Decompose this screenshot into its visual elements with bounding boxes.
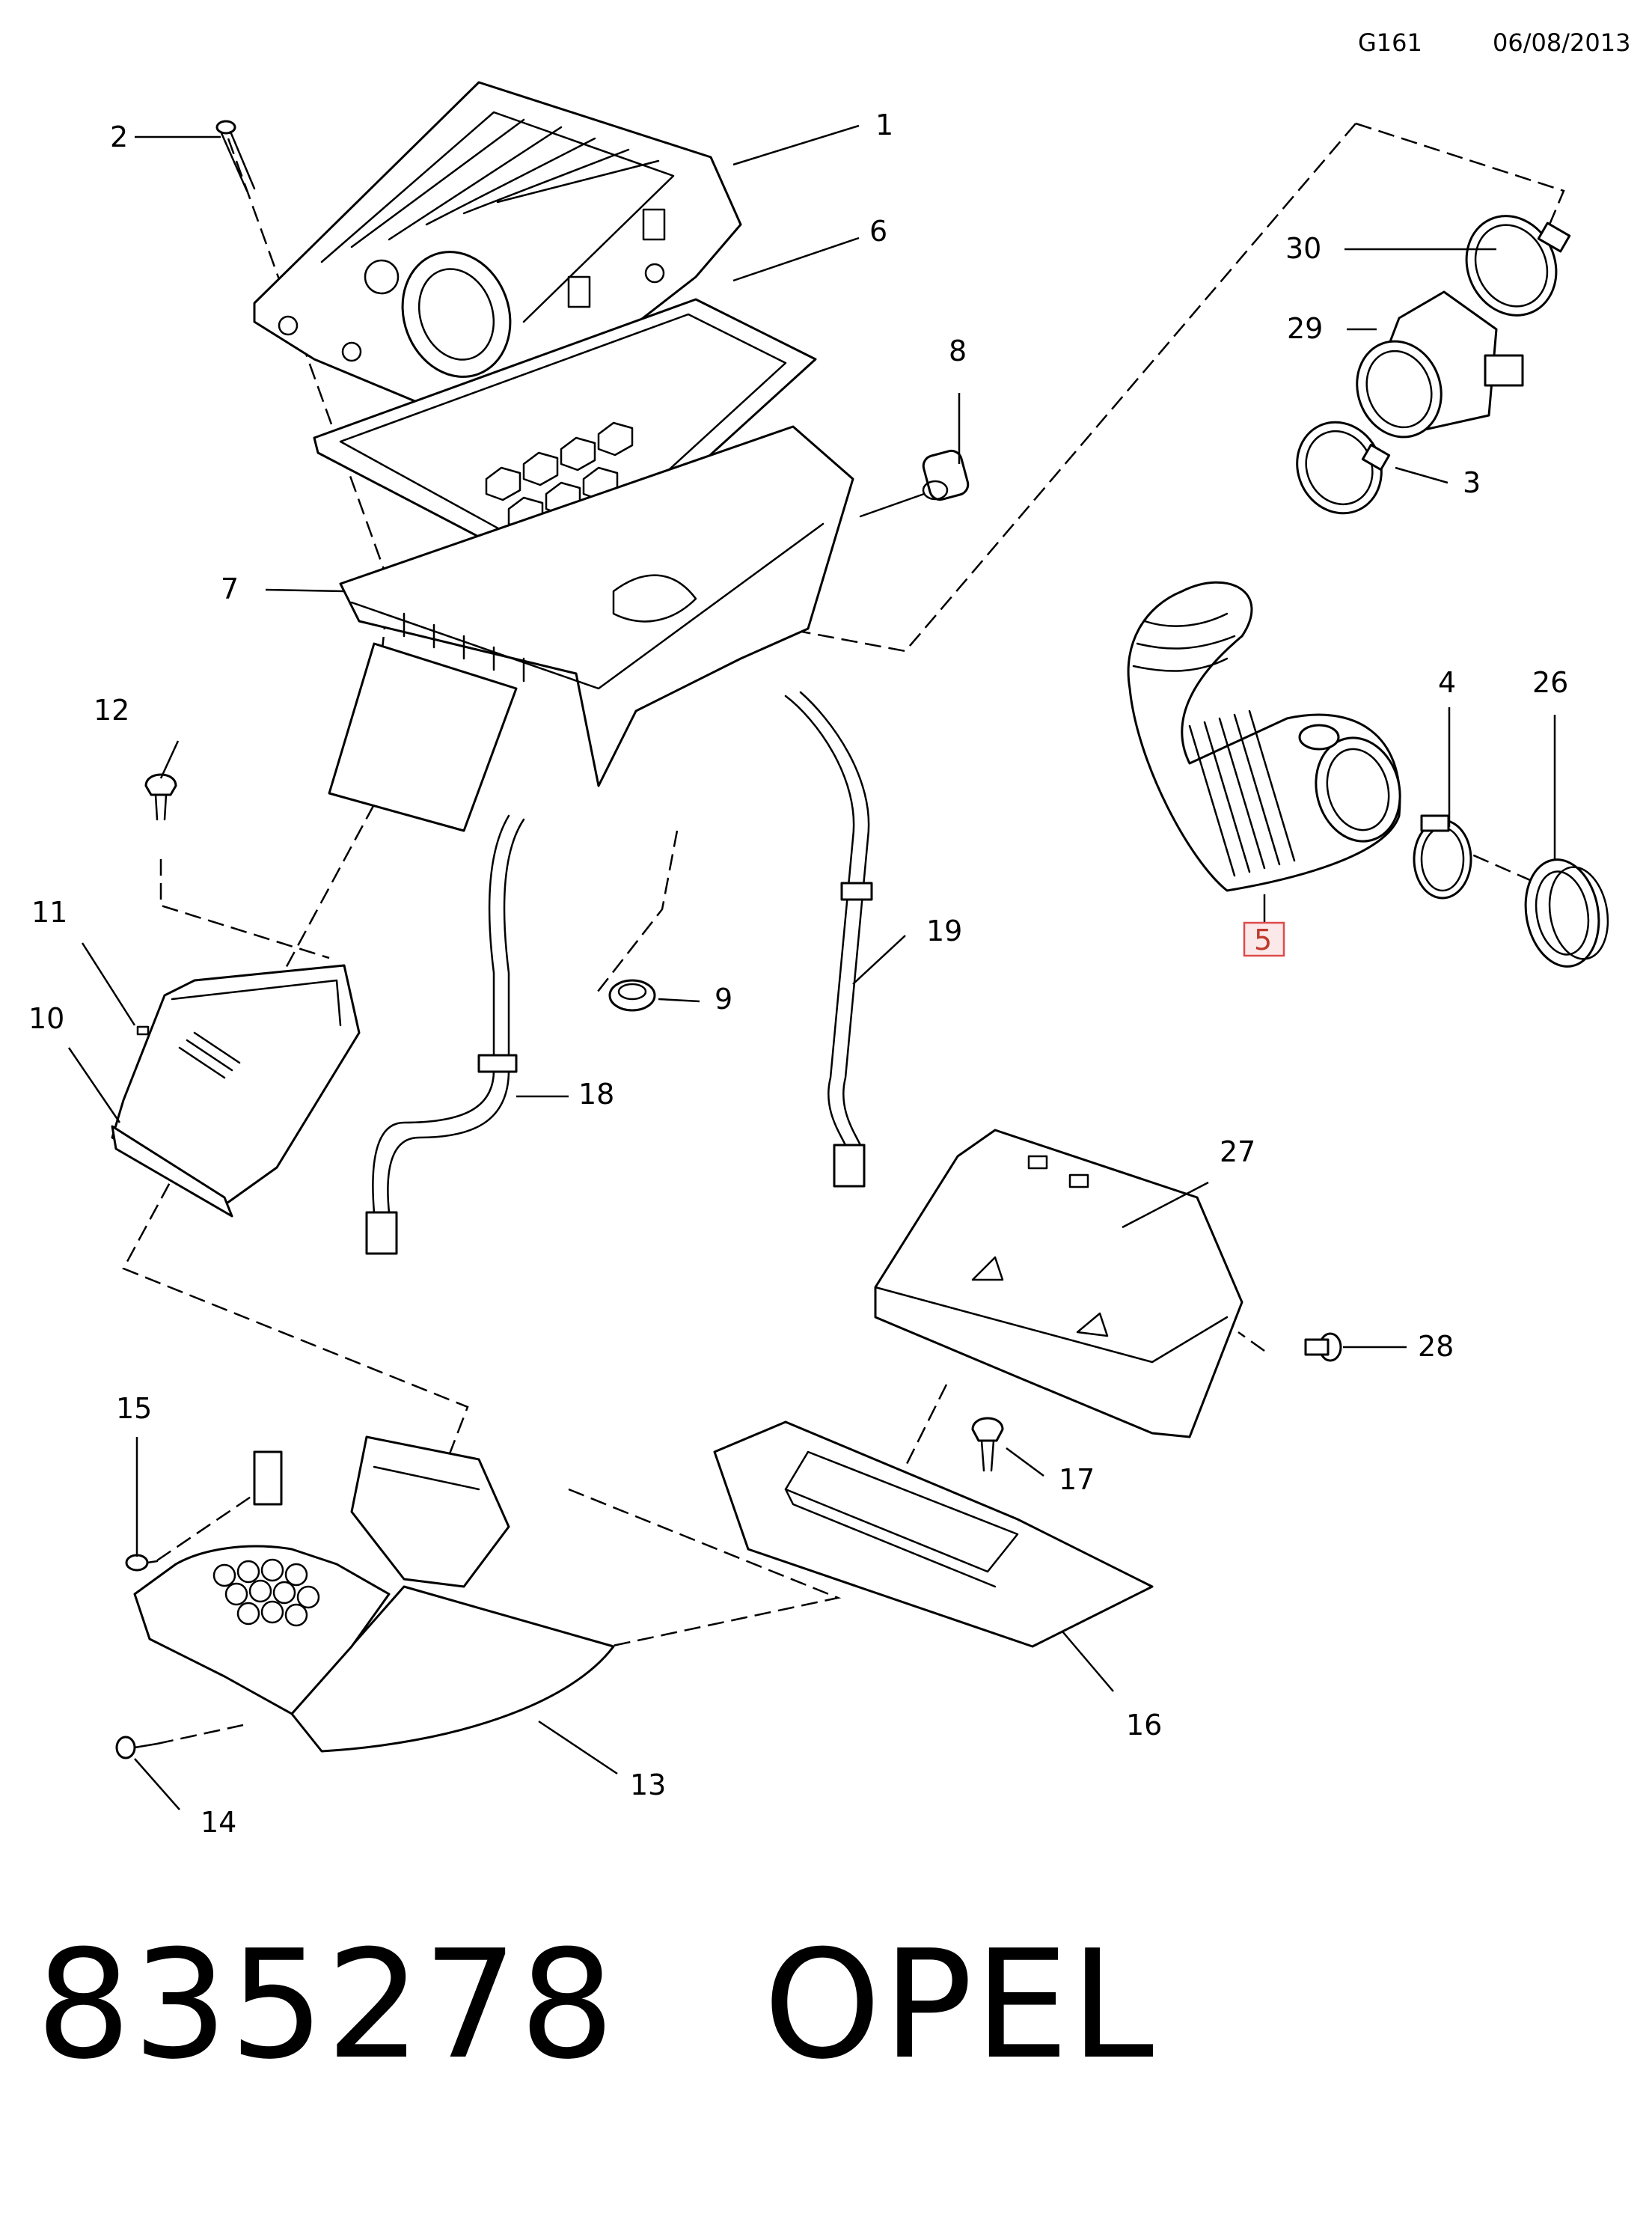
callout-10: 10	[28, 1002, 64, 1035]
grommet-9	[608, 979, 656, 1012]
footer-caption: 835278 OPEL	[36, 1931, 1155, 2081]
callout-14: 14	[201, 1806, 236, 1839]
callout-13: 13	[630, 1768, 666, 1801]
callout-1: 1	[875, 109, 893, 141]
callout-26: 26	[1532, 666, 1568, 699]
callout-27: 27	[1220, 1135, 1255, 1168]
vent-hose-19	[784, 691, 873, 1188]
bolt-2	[215, 120, 256, 192]
callout-11: 11	[31, 896, 67, 929]
diagram-date: 06/08/2013	[1493, 28, 1631, 57]
vent-hose-18	[365, 814, 525, 1255]
callout-2: 2	[110, 120, 128, 153]
diagram-code: G161	[1358, 28, 1422, 57]
seal-26	[1524, 858, 1609, 968]
callout-16: 16	[1126, 1709, 1162, 1742]
rivet-28	[1304, 1332, 1342, 1362]
mass-airflow-sensor-29	[1356, 290, 1524, 439]
callout-6: 6	[869, 215, 887, 248]
clamp-4	[1413, 814, 1472, 900]
callout-19: 19	[926, 915, 962, 947]
callout-labels: 1 2 3 4 5 6 7 8 9 10 11 12 13 14 15 16 1…	[28, 109, 1568, 1839]
air-cleaner-lower-housing	[328, 425, 854, 832]
callout-28: 28	[1418, 1330, 1454, 1363]
clip-12	[144, 773, 177, 821]
air-cleaner-upper-housing	[253, 81, 742, 436]
callout-17: 17	[1059, 1463, 1095, 1496]
part-number: 835278	[36, 1918, 617, 2093]
grommet-8	[859, 449, 970, 518]
intake-duct-10	[111, 964, 361, 1218]
callout-15: 15	[116, 1392, 152, 1425]
callout-12: 12	[94, 694, 129, 727]
callout-29: 29	[1287, 312, 1323, 345]
push-clip-17	[971, 1417, 1004, 1472]
callout-30: 30	[1285, 232, 1321, 265]
callout-7: 7	[221, 573, 239, 605]
air-guide-16	[713, 1420, 1154, 1648]
callout-4: 4	[1438, 666, 1456, 699]
callout-3: 3	[1463, 466, 1481, 499]
screw-15	[125, 1554, 159, 1572]
callout-9: 9	[715, 983, 732, 1016]
callout-18: 18	[578, 1078, 614, 1111]
leader-lines	[67, 124, 1556, 1810]
callout-5: 5	[1254, 924, 1272, 956]
heat-shield-27	[874, 1129, 1243, 1438]
clamp-30	[1465, 215, 1571, 317]
screw-14	[115, 1736, 159, 1759]
brand-name: OPEL	[763, 1918, 1156, 2093]
clamp-3	[1296, 421, 1391, 515]
callout-8: 8	[949, 335, 967, 367]
lower-intake-duct-13	[133, 1435, 615, 1753]
callout-5-highlight: 5	[1243, 921, 1285, 957]
intake-hose-5	[1127, 581, 1401, 892]
